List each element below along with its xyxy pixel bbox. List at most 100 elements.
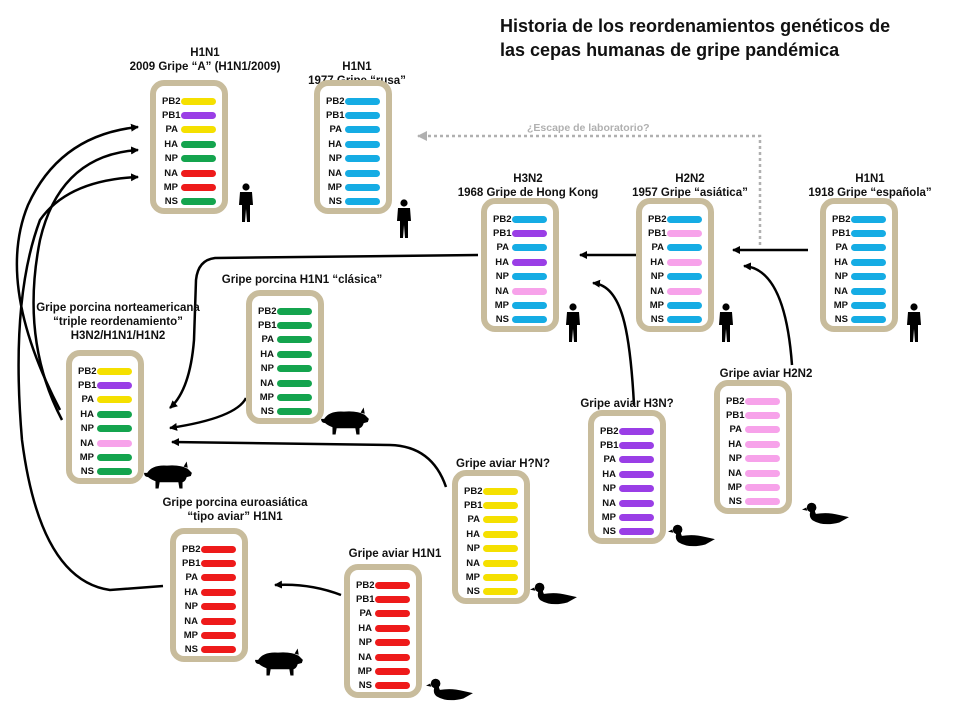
gene-segment: NA — [600, 496, 654, 510]
segment-name: MP — [163, 182, 178, 194]
segment-bar — [483, 516, 518, 524]
segment-name: PB1 — [356, 594, 375, 606]
segment-name: NP — [495, 271, 509, 283]
segment-name: MP — [494, 300, 509, 312]
segment-bar — [667, 273, 702, 281]
duck-icon — [530, 582, 577, 605]
gene-segment: NP — [464, 542, 518, 556]
segment-bar — [667, 244, 702, 252]
segment-bar — [667, 230, 702, 238]
segment-name: PB1 — [648, 228, 667, 240]
pig-icon — [321, 407, 369, 435]
segment-bar — [277, 307, 312, 315]
segment-name: NA — [164, 167, 178, 179]
segment-bar — [277, 365, 312, 373]
segment-name: PA — [496, 242, 510, 254]
gene-segment: NA — [258, 376, 312, 390]
gene-segment: HA — [493, 255, 547, 269]
segment-name: NS — [184, 644, 198, 656]
segment-bar — [345, 126, 380, 134]
gene-segment: HA — [600, 467, 654, 481]
gene-segment: NA — [162, 166, 216, 180]
strain-label-line: Gripe aviar H1N1 — [348, 548, 442, 560]
segment-name: PA — [603, 454, 617, 466]
segment-bar — [512, 316, 547, 324]
segment-bar — [345, 140, 380, 148]
lab-escape-label: ¿Escape de laboratorio? — [527, 122, 650, 134]
segment-name: PA — [165, 124, 179, 136]
segment-bar — [483, 545, 518, 553]
segment-bar — [97, 468, 132, 476]
gene-segment: MP — [162, 180, 216, 194]
segment-name: MP — [357, 666, 372, 678]
gene-segment: NA — [356, 650, 410, 664]
segment-bar — [375, 668, 410, 676]
segment-bar — [483, 559, 518, 567]
arrow-1968-to-triple — [169, 253, 479, 409]
gene-segment: NA — [78, 436, 132, 450]
escape-arrow — [417, 131, 762, 245]
segment-name: NS — [358, 680, 372, 692]
segment-name: HA — [466, 528, 480, 540]
segment-name: PA — [261, 334, 275, 346]
segment-bar — [619, 456, 654, 464]
segment-bar — [277, 350, 312, 358]
segment-bar — [345, 112, 380, 120]
strain-label-line: H2N2 — [675, 173, 705, 185]
segment-bar — [667, 302, 702, 310]
segment-bar — [512, 215, 547, 223]
strain-label-line: H1N1 — [342, 61, 372, 73]
segment-name: NA — [466, 557, 480, 569]
segment-bar — [345, 155, 380, 163]
segment-bar — [483, 530, 518, 538]
gene-segment: NP — [258, 362, 312, 376]
gene-segment: PB1 — [832, 226, 886, 240]
segment-name: NS — [164, 196, 178, 208]
gene-segment: NS — [600, 525, 654, 539]
segment-name: PA — [359, 608, 373, 620]
segment-name: MP — [833, 300, 848, 312]
gene-segment: MP — [356, 664, 410, 678]
strain-label-aviar_h3n: Gripe aviar H3N? — [580, 397, 673, 411]
segment-name: NS — [650, 314, 664, 326]
segment-bar — [345, 97, 380, 105]
gene-segment: MP — [726, 480, 780, 494]
strain-label-line: Gripe porcina euroasiática — [162, 497, 308, 509]
segment-bar — [277, 379, 312, 387]
gene-segment: MP — [182, 628, 236, 642]
segment-name: HA — [358, 622, 372, 634]
segment-bar — [181, 155, 216, 163]
segment-name: NP — [328, 153, 342, 165]
gene-segment: PA — [326, 123, 380, 137]
title-line-2: las cepas humanas de gripe pandémica — [500, 40, 840, 60]
segment-bar — [619, 528, 654, 536]
segment-bar — [277, 322, 312, 330]
strain-label-clasica: Gripe porcina H1N1 “clásica” — [222, 273, 382, 287]
segment-name: MP — [327, 182, 342, 194]
segment-name: PB2 — [182, 543, 201, 555]
segment-name: MP — [649, 300, 664, 312]
segment-name: NA — [650, 285, 664, 297]
segment-bar — [745, 498, 780, 506]
segment-bar — [375, 596, 410, 604]
gene-segment: NS — [258, 405, 312, 419]
segment-bar — [619, 499, 654, 507]
segment-bar — [851, 258, 886, 266]
gene-segment: PB1 — [464, 498, 518, 512]
strain-label-triple: Gripe porcina norteamericana“triple reor… — [36, 301, 200, 343]
segment-bar — [667, 258, 702, 266]
segment-name: MP — [601, 512, 616, 524]
segment-name: PB1 — [162, 110, 181, 122]
segment-name: PB2 — [600, 425, 619, 437]
gene-segment: MP — [326, 180, 380, 194]
segment-name: MP — [727, 482, 742, 494]
segment-bar — [619, 442, 654, 450]
strain-label-line: “triple reordenamiento” — [53, 316, 183, 328]
strain-label-line: “tipo aviar” H1N1 — [187, 511, 283, 523]
gene-segment: PA — [356, 607, 410, 621]
